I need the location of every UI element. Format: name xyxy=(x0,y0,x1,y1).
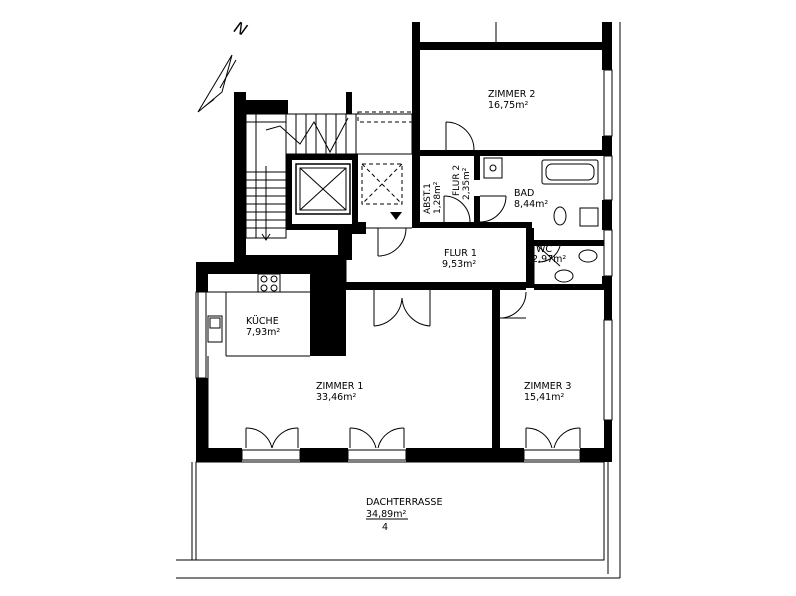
walls xyxy=(196,22,613,462)
zimmer3-name: ZIMMER 3 xyxy=(524,381,571,392)
zimmer2-name: ZIMMER 2 xyxy=(488,89,535,100)
north-arrow-icon xyxy=(197,54,237,113)
flur1-name: FLUR 1 xyxy=(444,248,477,259)
room-labels: ZIMMER 2 16,75m² BAD 8,44m² FLUR 2 2,35m… xyxy=(246,89,571,533)
zimmer2-area: 16,75m² xyxy=(488,100,528,111)
dachterrasse-divisor: 4 xyxy=(382,522,388,533)
staircase xyxy=(245,111,413,241)
north-label: N xyxy=(231,17,250,39)
kitchen-fixtures xyxy=(207,273,281,343)
dachterrasse-area xyxy=(176,22,621,579)
zimmer1-name: ZIMMER 1 xyxy=(316,381,363,392)
wc-area: 2,97m² xyxy=(532,254,566,265)
wc-name: WC xyxy=(536,244,552,255)
dachterrasse-area: 34,89m² xyxy=(366,509,406,520)
abst1-name: ABST.1 xyxy=(423,183,433,214)
flur1-area: 9,53m² xyxy=(442,259,476,270)
kueche-name: KÜCHE xyxy=(246,316,279,327)
dachterrasse-name: DACHTERRASSE xyxy=(366,497,442,508)
bathroom-fixtures xyxy=(483,157,599,283)
kueche-area: 7,93m² xyxy=(246,327,280,338)
bad-name: BAD xyxy=(514,188,534,199)
bad-area: 8,44m² xyxy=(514,199,548,210)
flur2-area: 2,35m² xyxy=(462,167,472,200)
elevator-icon xyxy=(295,163,403,220)
flur2-name: FLUR 2 xyxy=(452,165,462,196)
doors xyxy=(245,121,581,449)
abst1-area: 1,28m² xyxy=(433,181,443,214)
zimmer1-area: 33,46m² xyxy=(316,392,356,403)
wall-outlines xyxy=(195,22,581,461)
zimmer3-area: 15,41m² xyxy=(524,392,564,403)
abst2-name: ABST.2 xyxy=(313,281,323,312)
abst2-area: 0,90m² xyxy=(323,281,333,314)
